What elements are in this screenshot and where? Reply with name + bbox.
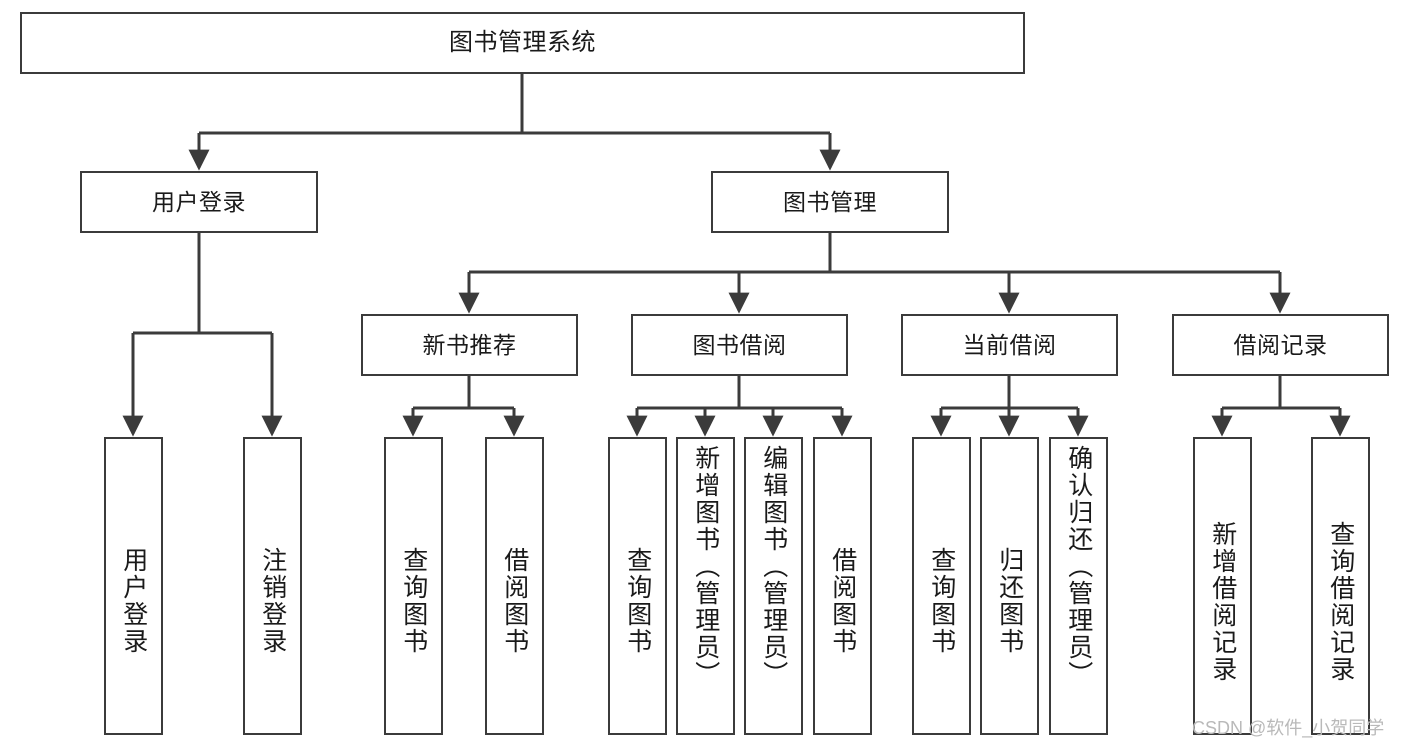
- node-label: 借阅图书: [828, 547, 857, 655]
- node-leaf-user-login[interactable]: 用户登录: [104, 437, 163, 735]
- node-leaf-edit-book-admin[interactable]: 编辑图书（管理员）: [744, 437, 803, 735]
- node-leaf-query-book-borrow[interactable]: 查询图书: [608, 437, 667, 735]
- node-label: 用户登录: [119, 547, 148, 655]
- node-leaf-return-book[interactable]: 归还图书: [980, 437, 1039, 735]
- node-label: 借阅记录: [1233, 331, 1328, 358]
- node-label: 归还图书: [995, 547, 1024, 655]
- node-label: 用户登录: [152, 188, 246, 215]
- node-label: 查询借阅记录: [1326, 521, 1355, 683]
- node-leaf-query-book-current[interactable]: 查询图书: [912, 437, 971, 735]
- node-leaf-logout-login[interactable]: 注销登录: [243, 437, 302, 735]
- node-root-book-management-system[interactable]: 图书管理系统: [20, 12, 1025, 74]
- node-label: 图书管理系统: [449, 29, 596, 57]
- node-user-login[interactable]: 用户登录: [80, 171, 318, 233]
- node-leaf-query-borrow-record[interactable]: 查询借阅记录: [1311, 437, 1370, 735]
- node-label: 注销登录: [258, 547, 287, 655]
- node-label: 新书推荐: [422, 331, 517, 358]
- node-leaf-add-book-admin[interactable]: 新增图书（管理员）: [676, 437, 735, 735]
- node-label: 查询图书: [927, 547, 956, 655]
- node-label: 图书借阅: [692, 331, 787, 358]
- node-label: 图书管理: [783, 188, 877, 215]
- csdn-watermark: CSDN @软件_小贺同学: [1192, 718, 1385, 738]
- node-label: 查询图书: [399, 547, 428, 655]
- node-current-borrow[interactable]: 当前借阅: [901, 314, 1118, 376]
- node-book-borrow[interactable]: 图书借阅: [631, 314, 848, 376]
- node-leaf-query-book-recommend[interactable]: 查询图书: [384, 437, 443, 735]
- node-leaf-confirm-return-admin[interactable]: 确认归还（管理员）: [1049, 437, 1108, 735]
- node-label: 查询图书: [623, 547, 652, 655]
- node-borrow-record[interactable]: 借阅记录: [1172, 314, 1389, 376]
- node-new-book-recommend[interactable]: 新书推荐: [361, 314, 578, 376]
- node-leaf-borrow-book-recommend[interactable]: 借阅图书: [485, 437, 544, 735]
- node-leaf-borrow-book-borrow[interactable]: 借阅图书: [813, 437, 872, 735]
- node-label: 新增图书（管理员）: [691, 445, 720, 688]
- node-leaf-add-borrow-record[interactable]: 新增借阅记录: [1193, 437, 1252, 735]
- node-book-management[interactable]: 图书管理: [711, 171, 949, 233]
- node-label: 新增借阅记录: [1208, 521, 1237, 683]
- node-label: 编辑图书（管理员）: [759, 445, 788, 688]
- node-label: 借阅图书: [500, 547, 529, 655]
- node-label: 确认归还（管理员）: [1064, 445, 1093, 688]
- node-label: 当前借阅: [962, 331, 1057, 358]
